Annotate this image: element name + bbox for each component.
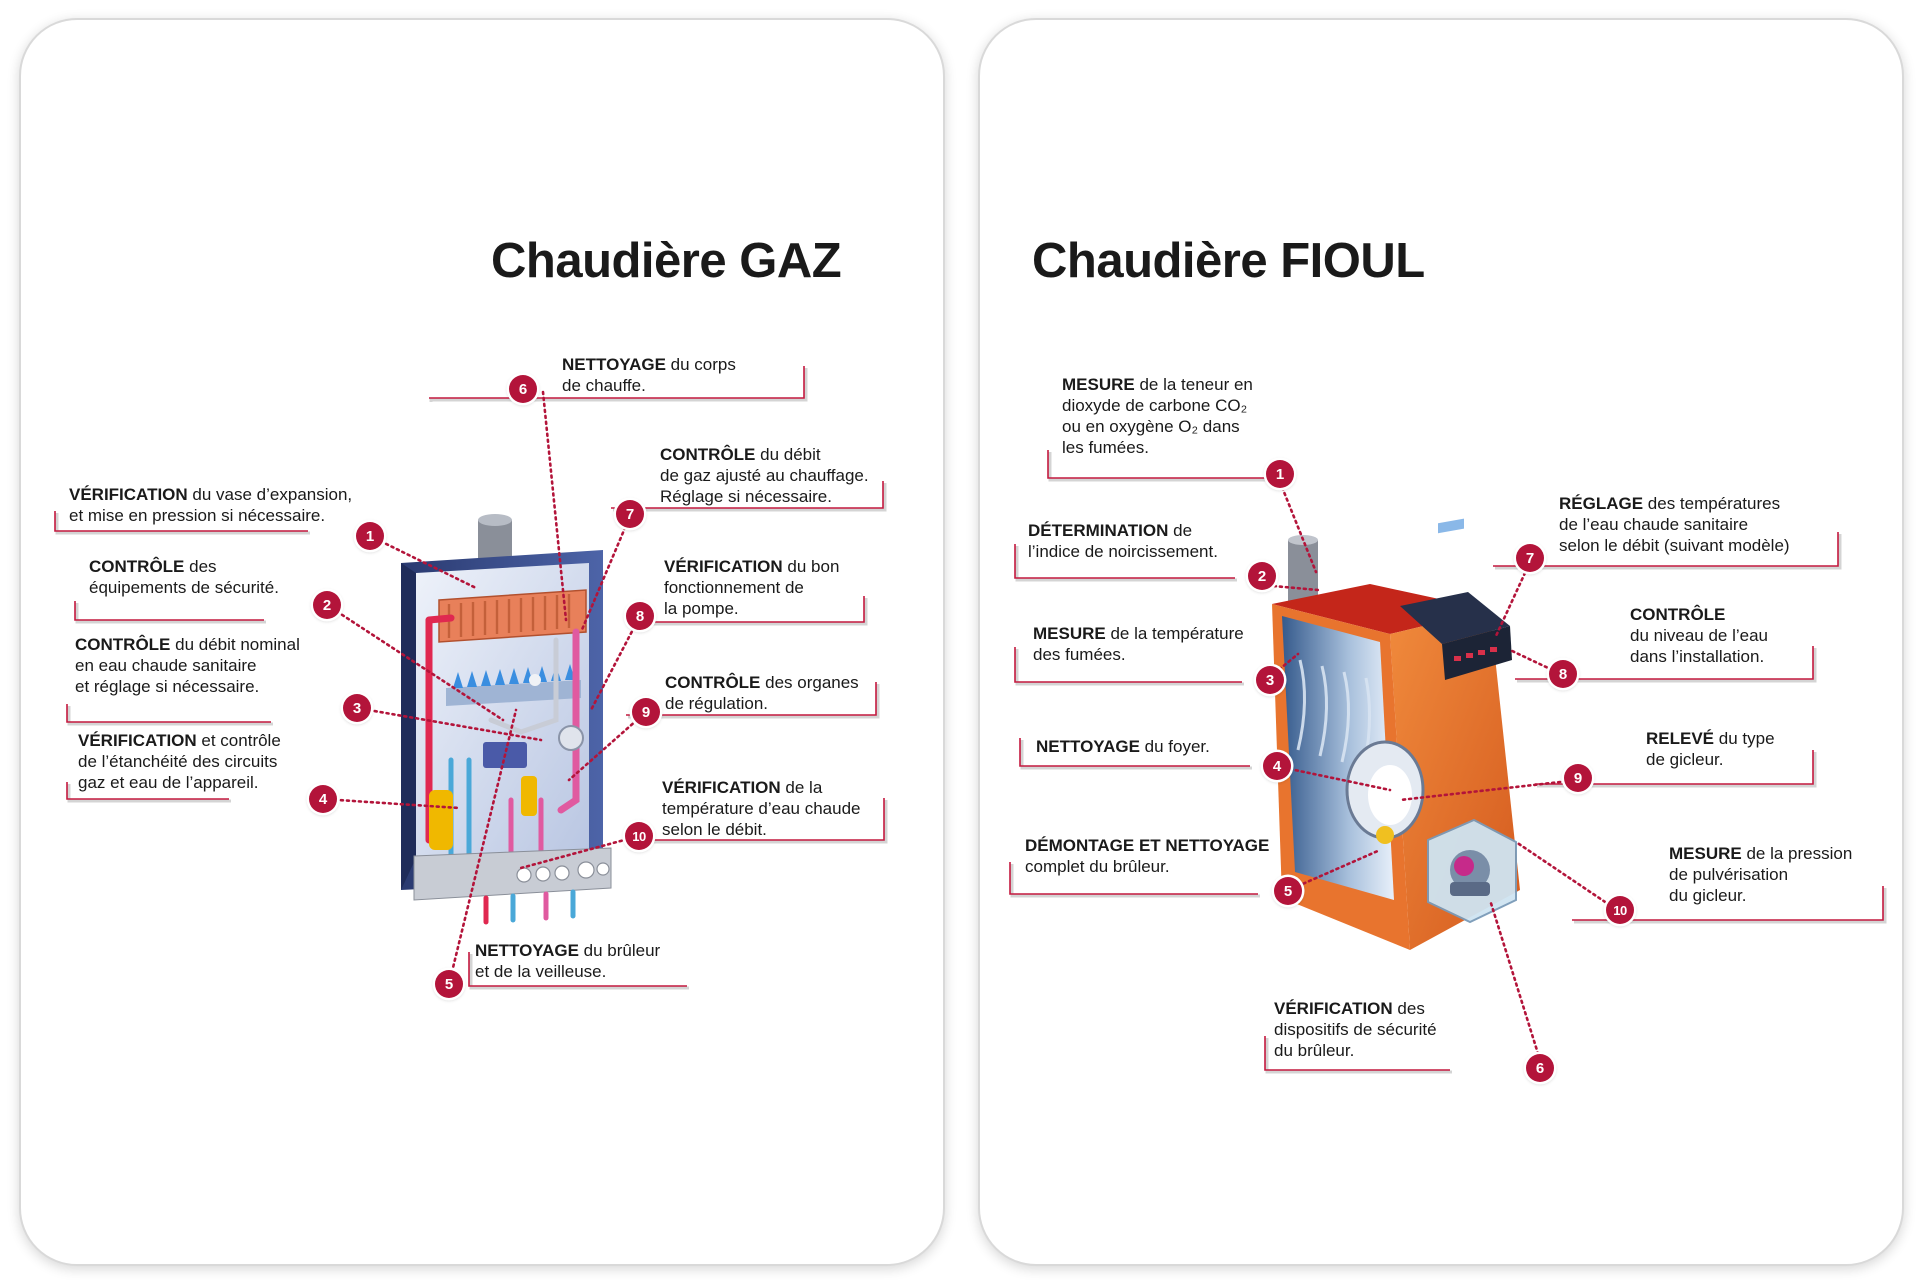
gas-badge-5: 5 [435, 970, 463, 998]
gas-boiler-card: Chaudière GAZ VÉRIFICATION du vase d’exp… [19, 18, 945, 1266]
oil-boiler-card: Chaudière FIOUL MESURE de la teneur en d… [978, 18, 1904, 1266]
oil-label-6: VÉRIFICATION des dispositifs de sécurité… [1274, 999, 1437, 1060]
gas-badge-6: 6 [509, 375, 537, 403]
gas-badge-10: 10 [625, 822, 653, 850]
oil-label-9: RELEVÉ du type de gicleur. [1646, 729, 1775, 769]
oil-badge-8: 8 [1549, 660, 1577, 688]
gas-badge-2: 2 [313, 591, 341, 619]
gas-label-4: VÉRIFICATION et contrôle de l’étanchéité… [78, 731, 281, 792]
oil-badge-2: 2 [1248, 562, 1276, 590]
gas-badge-9: 9 [632, 698, 660, 726]
oil-label-3: MESURE de la température des fumées. [1033, 624, 1244, 664]
gas-badge-7: 7 [616, 500, 644, 528]
gas-boiler-diagram [54, 366, 888, 990]
oil-label-10: MESURE de la pression de pulvérisation d… [1669, 844, 1853, 905]
oil-boiler-illustration [1272, 518, 1520, 950]
oil-label-2: DÉTERMINATION de l’indice de noircisseme… [1028, 521, 1218, 561]
gas-label-1: VÉRIFICATION du vase d’expansion, et mis… [69, 485, 353, 525]
oil-label-5: DÉMONTAGE ET NETTOYAGE complet du brûleu… [1025, 836, 1270, 876]
oil-boiler-title: Chaudière FIOUL [1032, 234, 1425, 288]
gas-label-5: NETTOYAGE du brûleur et de la veilleuse. [475, 941, 661, 981]
gas-badge-1: 1 [356, 522, 384, 550]
oil-badge-6: 6 [1526, 1054, 1554, 1082]
oil-badge-5: 5 [1274, 877, 1302, 905]
oil-boiler-diagram [1009, 450, 1887, 1074]
oil-badge-7: 7 [1516, 544, 1544, 572]
gas-label-10: VÉRIFICATION de la température d’eau cha… [662, 778, 861, 839]
gas-boiler-title: Chaudière GAZ [491, 234, 842, 288]
oil-label-4: NETTOYAGE du foyer. [1036, 737, 1210, 756]
oil-badge-1: 1 [1266, 460, 1294, 488]
gas-boiler-illustration [401, 514, 612, 925]
gas-label-2: CONTRÔLE des équipements de sécurité. [89, 557, 279, 597]
oil-label-8: CONTRÔLE du niveau de l’eau dans l’insta… [1630, 605, 1769, 666]
gas-badge-8: 8 [626, 602, 654, 630]
gas-label-3: CONTRÔLE du débit nominal en eau chaude … [75, 635, 300, 696]
oil-label-1: MESURE de la teneur en dioxyde de carbon… [1062, 375, 1253, 457]
gas-label-8: VÉRIFICATION du bon fonctionnement de la… [664, 557, 840, 618]
gas-badge-4: 4 [309, 785, 337, 813]
oil-badge-4: 4 [1263, 752, 1291, 780]
oil-badge-10: 10 [1606, 896, 1634, 924]
gas-label-7: CONTRÔLE du débit de gaz ajusté au chauf… [660, 445, 869, 506]
gas-badge-3: 3 [343, 694, 371, 722]
gas-label-6: NETTOYAGE du corps de chauffe. [562, 355, 736, 395]
oil-label-7: RÉGLAGE des températures de l’eau chaude… [1559, 494, 1790, 555]
oil-badge-3: 3 [1256, 666, 1284, 694]
oil-badge-9: 9 [1564, 764, 1592, 792]
gas-label-9: CONTRÔLE des organes de régulation. [665, 673, 859, 713]
